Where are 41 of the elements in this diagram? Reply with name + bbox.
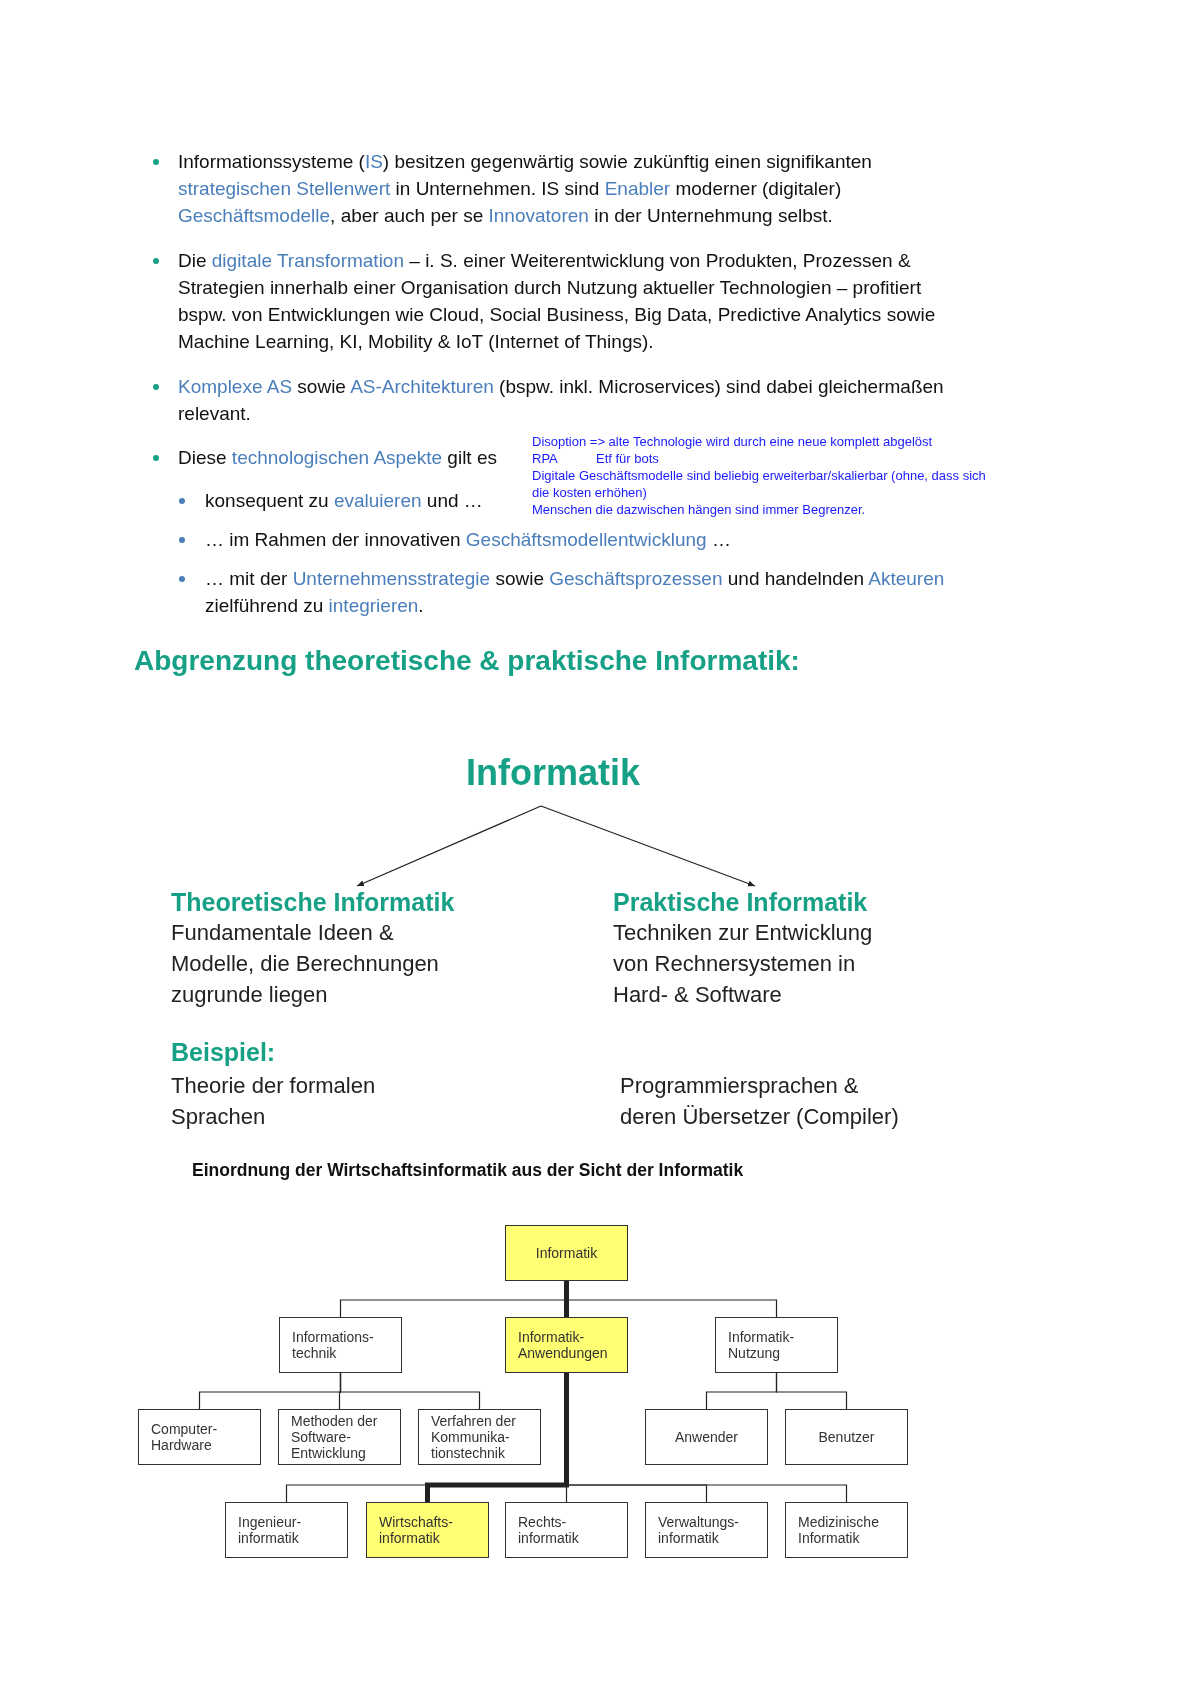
- node-title: Informatik: [466, 752, 641, 794]
- node-heading: Praktische Informatik: [613, 888, 869, 917]
- connector-line: [564, 1281, 569, 1317]
- org-box: Informatik- Anwendungen: [505, 1317, 628, 1373]
- org-box: Informations- technik: [279, 1317, 402, 1373]
- arrow: [540, 805, 756, 887]
- example-heading: Beispiel:: [171, 1038, 276, 1067]
- org-box: Wirtschafts- informatik: [366, 1502, 489, 1558]
- bullet-text: Komplexe AS sowie AS-Architekturen (bspw. inkl. Microservices) sind dabei gleichermaßen relevant.: [178, 375, 945, 426]
- connector-line: [775, 1372, 848, 1410]
- node-description: Techniken zur Entwicklung von Rechnersystemen in Hard- & Software: [613, 919, 874, 1009]
- annotation-text: RPA: [532, 450, 558, 467]
- org-box: Verfahren der Kommunika- tionstechnik: [418, 1409, 541, 1465]
- org-box: Anwender: [645, 1409, 768, 1465]
- bullet-text: Informationssysteme (IS) besitzen gegenwärtig sowie zukünftig einen signifikanten strategischen Stellenwert in Unternehmen. IS sind Enabler moderner (digitaler) Geschäftsmodelle, aber auch per se Innovatoren in der Unternehmung selbst.: [178, 150, 873, 228]
- org-box: Medizinische Informatik: [785, 1502, 908, 1558]
- org-box: Benutzer: [785, 1409, 908, 1465]
- arrow: [356, 805, 542, 887]
- section-heading: Abgrenzung theoretische & praktische Informatik:: [134, 645, 800, 677]
- bullet-text: … im Rahmen der innovativen Geschäftsmodellentwicklung …: [205, 528, 732, 552]
- chart-title: Einordnung der Wirtschaftsinformatik aus der Sicht der Informatik: [192, 1160, 744, 1181]
- connector-line: [425, 1373, 569, 1502]
- org-box: Computer- Hardware: [138, 1409, 261, 1465]
- annotation-text: Disoption => alte Technologie wird durch eine neue komplett abgelöst: [532, 433, 933, 450]
- example-text: Theorie der formalen Sprachen: [171, 1072, 377, 1131]
- bullet-text: konsequent zu evaluieren und …: [205, 489, 484, 513]
- org-box: Methoden der Software- Entwicklung: [278, 1409, 401, 1465]
- annotation-text: Digitale Geschäftsmodelle sind beliebig erweiterbar/skalierbar (ohne, dass sich die kosten erhöhen): [532, 467, 987, 501]
- node-heading: Theoretische Informatik: [171, 888, 456, 917]
- connector-line: [339, 1372, 481, 1410]
- bullet-text: Die digitale Transformation – i. S. einer Weiterentwicklung von Produkten, Prozessen & Strategien innerhalb einer Organisation durch Nutzung aktueller Technologien – profitiert bspw. von Entwicklungen wie Cloud, Social Business, Big Data, Predictive Analytics sowie Machine Learning, KI, Mobility & IoT (Internet of Things).: [178, 249, 937, 354]
- org-box: Informatik- Nutzung: [715, 1317, 838, 1373]
- example-text: Programmiersprachen & deren Übersetzer (Compiler): [620, 1072, 900, 1131]
- bullet-text: … mit der Unternehmensstrategie sowie Geschäftsprozessen und handelnden Akteuren zielführend zu integrieren.: [205, 567, 946, 618]
- annotation-text: Menschen die dazwischen hängen sind immer Begrenzer.: [532, 501, 866, 518]
- org-box: Rechts- informatik: [505, 1502, 628, 1558]
- annotation-text: Etf für bots: [596, 450, 659, 467]
- org-box: Verwaltungs- informatik: [645, 1502, 768, 1558]
- node-description: Fundamentale Ideen & Modelle, die Berechnungen zugrunde liegen: [171, 919, 440, 1009]
- org-box: Informatik: [505, 1225, 628, 1281]
- org-box: Ingenieur- informatik: [225, 1502, 348, 1558]
